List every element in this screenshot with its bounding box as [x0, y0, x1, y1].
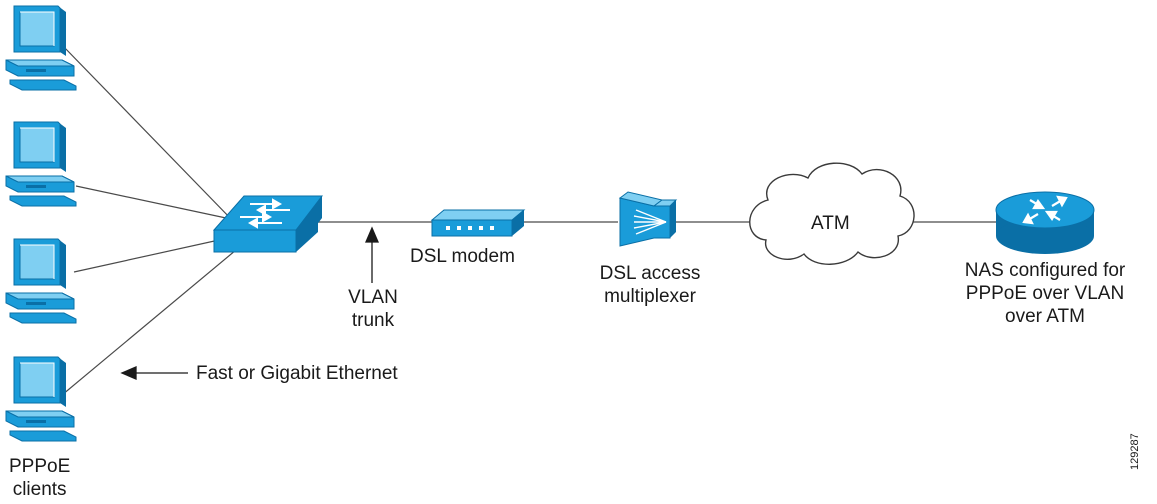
link-client-3 [73, 237, 229, 273]
dsl-modem-icon [430, 209, 526, 237]
router-icon [995, 191, 1095, 254]
connections [61, 44, 996, 396]
nas-label: NAS configured for PPPoE over VLAN over … [964, 260, 1126, 327]
atm-cloud-icon [749, 162, 915, 265]
vlan-arrowhead [365, 226, 379, 243]
dslam-label: DSL access multiplexer [599, 263, 701, 307]
clients-label: PPPoE clients [9, 456, 71, 500]
vlan-trunk-label: VLAN trunk [348, 287, 398, 331]
switch-icon [212, 195, 324, 253]
link-client-2 [75, 185, 227, 219]
link-client-4 [61, 244, 243, 396]
pc-icon [5, 121, 77, 207]
dslam-icon [618, 191, 678, 247]
figure-id: 129287 [1129, 433, 1141, 470]
annotation-arrows [120, 226, 379, 380]
ethernet-label: Fast or Gigabit Ethernet [196, 363, 398, 384]
ethernet-arrowhead [120, 366, 137, 380]
link-client-1 [61, 44, 235, 223]
dsl-modem-label: DSL modem [410, 246, 515, 267]
atm-label: ATM [811, 213, 850, 234]
pc-icon [5, 238, 77, 324]
pc-icon [5, 5, 77, 91]
pc-icon [5, 356, 77, 442]
